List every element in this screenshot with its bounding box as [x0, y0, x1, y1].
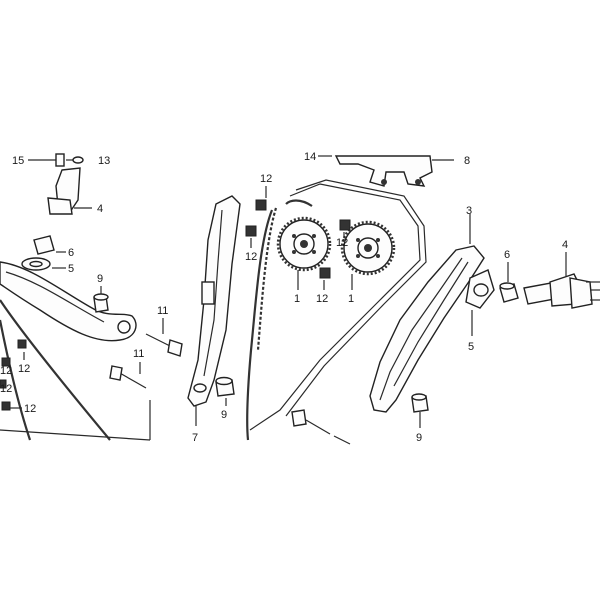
- callout-12-left-b: 12: [0, 365, 12, 377]
- callout-5-left: 5: [68, 263, 74, 275]
- callout-6-left: 6: [68, 247, 74, 259]
- callout-12-sprocket-top: 12: [336, 237, 348, 249]
- cam-sprocket-left: [276, 216, 332, 290]
- callout-4-right: 4: [562, 239, 568, 251]
- cam-chain-guide: [187, 186, 267, 426]
- callout-9-mid: 9: [221, 409, 227, 421]
- callout-12-left-a: 12: [18, 363, 30, 375]
- callout-6-right: 6: [504, 249, 510, 261]
- callout-15: 15: [12, 155, 24, 167]
- callout-1-b: 1: [348, 293, 354, 305]
- callout-labels: 15 13 4 6 5 9 11 11 12 12 12 12 7 9 12 1…: [0, 151, 568, 444]
- callout-8: 8: [464, 155, 470, 167]
- callout-14: 14: [304, 151, 316, 163]
- callout-4-left: 4: [97, 203, 103, 215]
- callout-11-a: 11: [157, 305, 168, 317]
- upper-bracket: [318, 155, 454, 187]
- lower-guide-bolt: [291, 409, 351, 445]
- callout-12-top: 12: [260, 173, 272, 185]
- callout-12-left-c: 12: [0, 383, 12, 395]
- callout-5-right: 5: [468, 341, 474, 353]
- callout-3: 3: [466, 205, 472, 217]
- callout-11-b: 11: [133, 348, 144, 360]
- callout-12-guide: 12: [245, 251, 257, 263]
- sprocket-bolts: [319, 219, 351, 290]
- callout-7: 7: [192, 432, 198, 444]
- right-tensioner-arm: [369, 214, 495, 428]
- left-tensioner-assembly: [0, 153, 183, 441]
- callout-12-sprocket-bottom: 12: [316, 293, 328, 305]
- callout-9-left: 9: [97, 273, 103, 285]
- callout-1-a: 1: [294, 293, 300, 305]
- cam-chain-loop: [246, 179, 427, 441]
- cam-sprocket-right: [340, 220, 396, 290]
- callout-12-left-d: 12: [24, 403, 36, 415]
- callout-9-right: 9: [416, 432, 422, 444]
- callout-13: 13: [98, 155, 110, 167]
- tensioner-lifter: [499, 252, 600, 309]
